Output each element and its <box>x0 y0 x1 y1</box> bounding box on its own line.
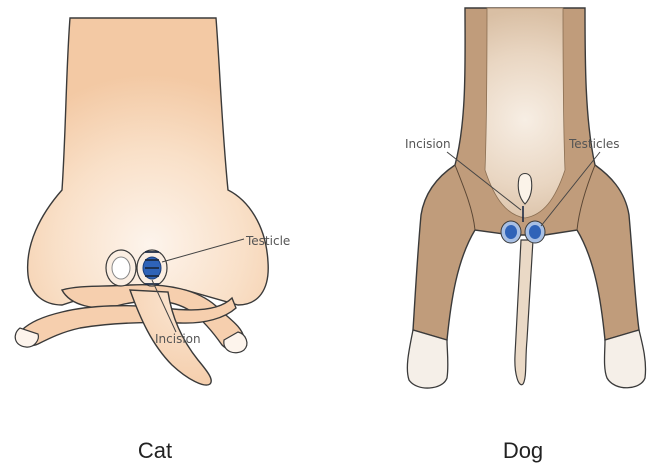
dog-incision-label: Incision <box>405 137 451 151</box>
dog-left-leg <box>407 330 448 388</box>
cat-illustration: Testicle Incision <box>0 0 330 400</box>
dog-right-leg <box>605 330 646 388</box>
cat-caption: Cat <box>110 438 200 464</box>
dog-tail <box>515 240 533 385</box>
dog-testicles-label: Testicles <box>568 137 620 151</box>
dog-caption: Dog <box>478 438 568 464</box>
cat-testicle-label: Testicle <box>245 234 290 248</box>
dog-illustration: Incision Testicles <box>395 0 653 400</box>
cat-incision-label: Incision <box>155 332 201 346</box>
